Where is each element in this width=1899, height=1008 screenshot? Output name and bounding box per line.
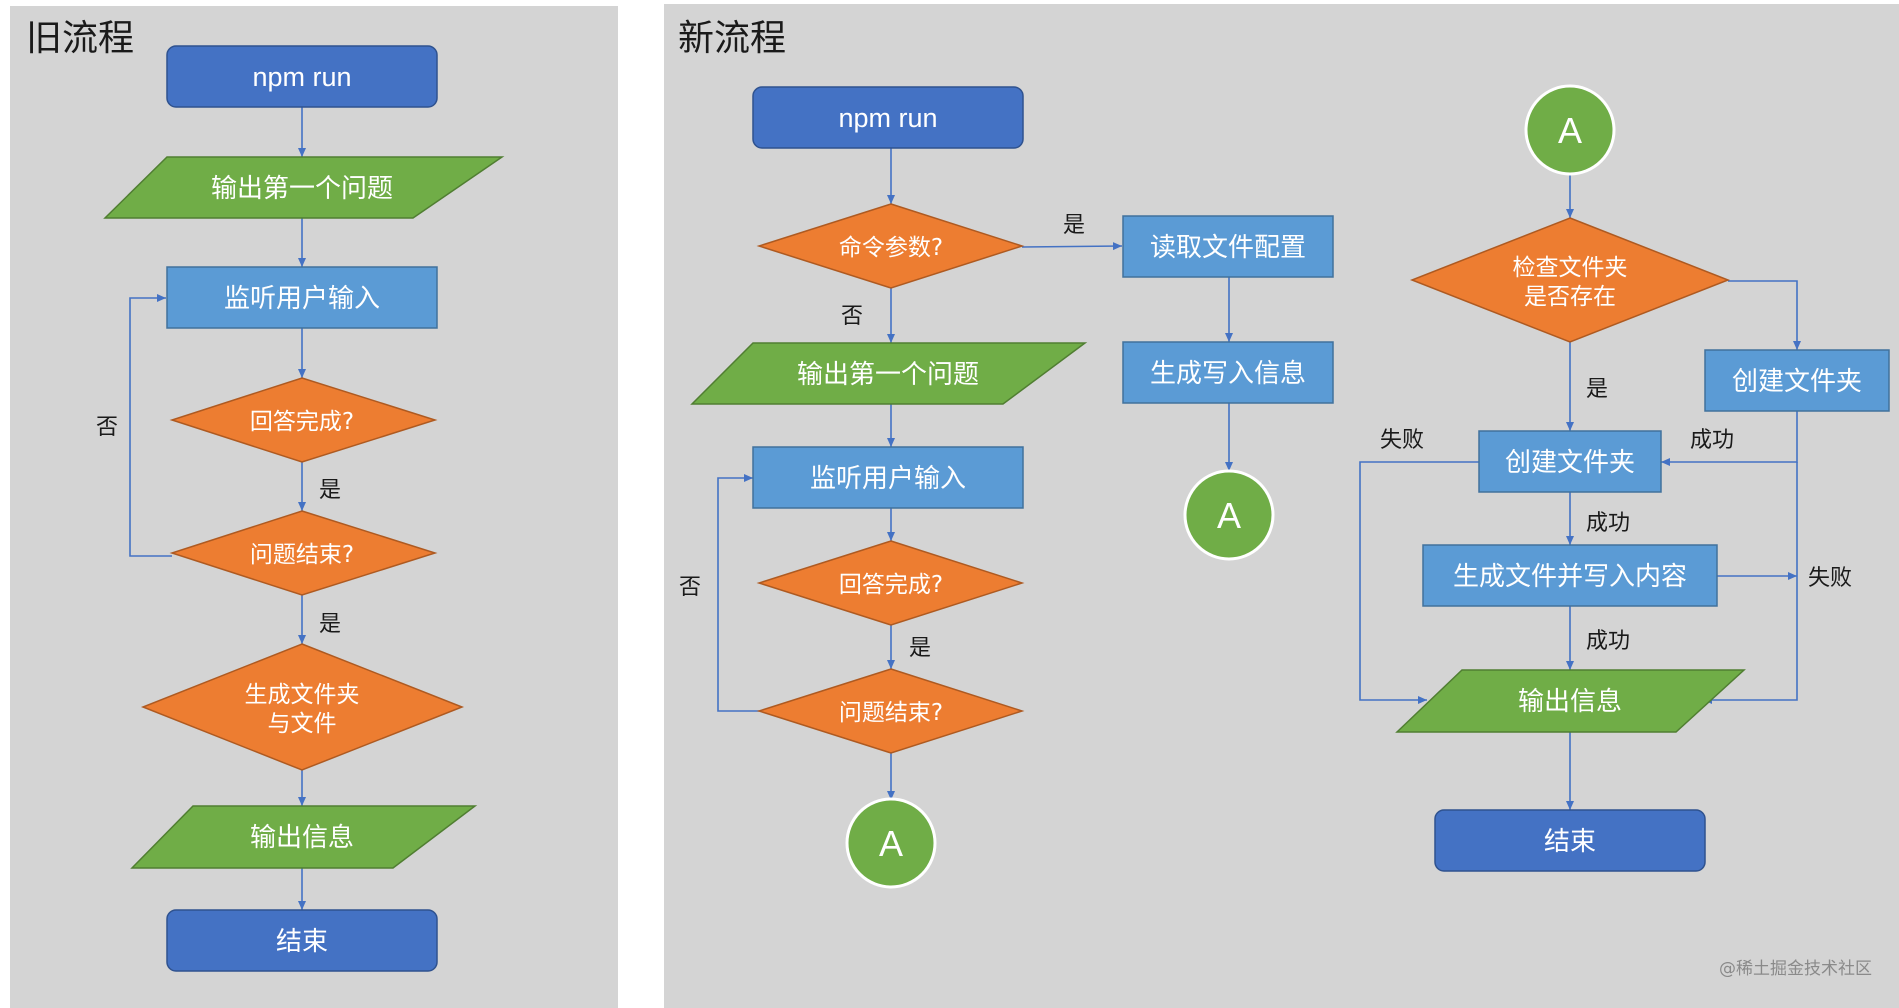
check-folder-label-line2: 是否存在	[1524, 284, 1616, 310]
connector-a1	[1183, 469, 1275, 561]
old-output-info-label: 输出信息	[250, 823, 354, 853]
new-npm-run-node	[752, 86, 1024, 149]
new-listen-input-label: 监听用户输入	[810, 464, 966, 494]
new-npm-run-label: npm run	[838, 103, 937, 133]
new-end-label: 结束	[1544, 827, 1596, 857]
old-question-end-label: 问题结束?	[250, 542, 354, 568]
new-output-info-node	[1395, 669, 1746, 733]
new-listen-input-node	[752, 446, 1024, 509]
edge-label-yes-cmd: 是	[1063, 213, 1085, 238]
new-cmd-params-label: 命令参数?	[839, 235, 943, 261]
old-flow-title: 旧流程	[26, 18, 134, 59]
old-listen-input-node	[166, 266, 438, 329]
old-gen-folder-label-line2: 与文件	[268, 711, 337, 737]
edge-check-no-to-create-right	[1728, 280, 1801, 350]
watermark: @稀土掘金技术社区	[1719, 959, 1872, 979]
edge-label-no-cmd: 否	[841, 304, 863, 329]
old-edge-label-no: 否	[96, 415, 118, 440]
new-end-node	[1434, 809, 1706, 872]
new-flow-panel: 新流程 npm run	[664, 4, 1899, 1008]
gen-write-info-label: 生成写入信息	[1150, 359, 1306, 389]
edge-label-fail-left: 失败	[1380, 428, 1424, 453]
gen-file-write-node	[1422, 544, 1718, 607]
connector-a1-label: A	[1217, 495, 1241, 536]
new-output-first-question-label: 输出第一个问题	[797, 360, 979, 390]
edge-label-yes-exists: 是	[1586, 377, 1608, 402]
new-answer-done-node	[756, 540, 1025, 626]
read-config-node	[1122, 215, 1334, 278]
create-folder-right-node	[1704, 349, 1890, 412]
connector-a3-label: A	[1558, 110, 1582, 151]
edge-fail-to-output	[1703, 462, 1798, 704]
old-output-first-question-node	[103, 156, 505, 219]
old-npm-run-node	[166, 45, 438, 108]
create-folder-mid-node	[1478, 430, 1662, 493]
new-flow-title: 新流程	[678, 18, 786, 59]
edge-new-loop-no	[717, 474, 759, 712]
old-end-label: 结束	[276, 927, 328, 957]
new-output-info-label: 输出信息	[1518, 687, 1622, 717]
old-output-first-question-label: 输出第一个问题	[211, 174, 393, 204]
old-edge-label-yes2: 是	[319, 612, 341, 637]
create-folder-mid-label: 创建文件夹	[1505, 448, 1635, 478]
connector-a3	[1524, 84, 1616, 176]
check-folder-node	[1409, 217, 1731, 343]
old-edge-label-yes1: 是	[319, 478, 341, 503]
old-end-node	[166, 909, 438, 972]
edge-label-success-mid1: 成功	[1586, 511, 1630, 536]
connector-a2-label: A	[879, 823, 903, 864]
old-answer-done-node	[169, 377, 438, 463]
old-flow-panel: 旧流程 npm run 输出第一个问题 监听用户输入 回答完成? 问题结束? 生…	[10, 6, 618, 1008]
edge-cmd-yes-to-read	[1021, 242, 1123, 251]
edge-label-fail-right: 失败	[1808, 566, 1852, 591]
gen-file-write-label: 生成文件并写入内容	[1453, 562, 1687, 592]
old-output-info-node	[130, 805, 478, 869]
new-answer-done-label: 回答完成?	[839, 572, 943, 598]
edge-label-success-mid2: 成功	[1586, 629, 1630, 654]
old-answer-done-label: 回答完成?	[250, 409, 354, 435]
new-question-end-label: 问题结束?	[839, 700, 943, 726]
gen-write-info-node	[1122, 341, 1334, 404]
old-gen-folder-label-line1: 生成文件夹	[245, 682, 360, 708]
old-flow-edges	[129, 107, 306, 910]
edge-label-yes-answer: 是	[909, 636, 931, 661]
connector-a2	[845, 797, 937, 889]
edge-label-no-loop: 否	[679, 575, 701, 600]
new-question-end-node	[756, 668, 1025, 754]
edge-create-fail-to-output	[1359, 461, 1479, 704]
new-output-first-question-node	[690, 342, 1088, 405]
old-npm-run-label: npm run	[252, 62, 351, 92]
new-cmd-params-node	[756, 203, 1025, 289]
read-config-label: 读取文件配置	[1150, 233, 1306, 263]
old-question-end-node	[169, 510, 438, 596]
new-flow-edges	[717, 148, 1801, 810]
edge-label-success-right: 成功	[1690, 428, 1734, 453]
old-listen-input-label: 监听用户输入	[224, 284, 380, 314]
old-gen-folder-node	[140, 643, 465, 771]
create-folder-right-label: 创建文件夹	[1732, 367, 1862, 397]
edge-loop-no	[129, 294, 172, 557]
check-folder-label-line1: 检查文件夹	[1513, 255, 1628, 281]
